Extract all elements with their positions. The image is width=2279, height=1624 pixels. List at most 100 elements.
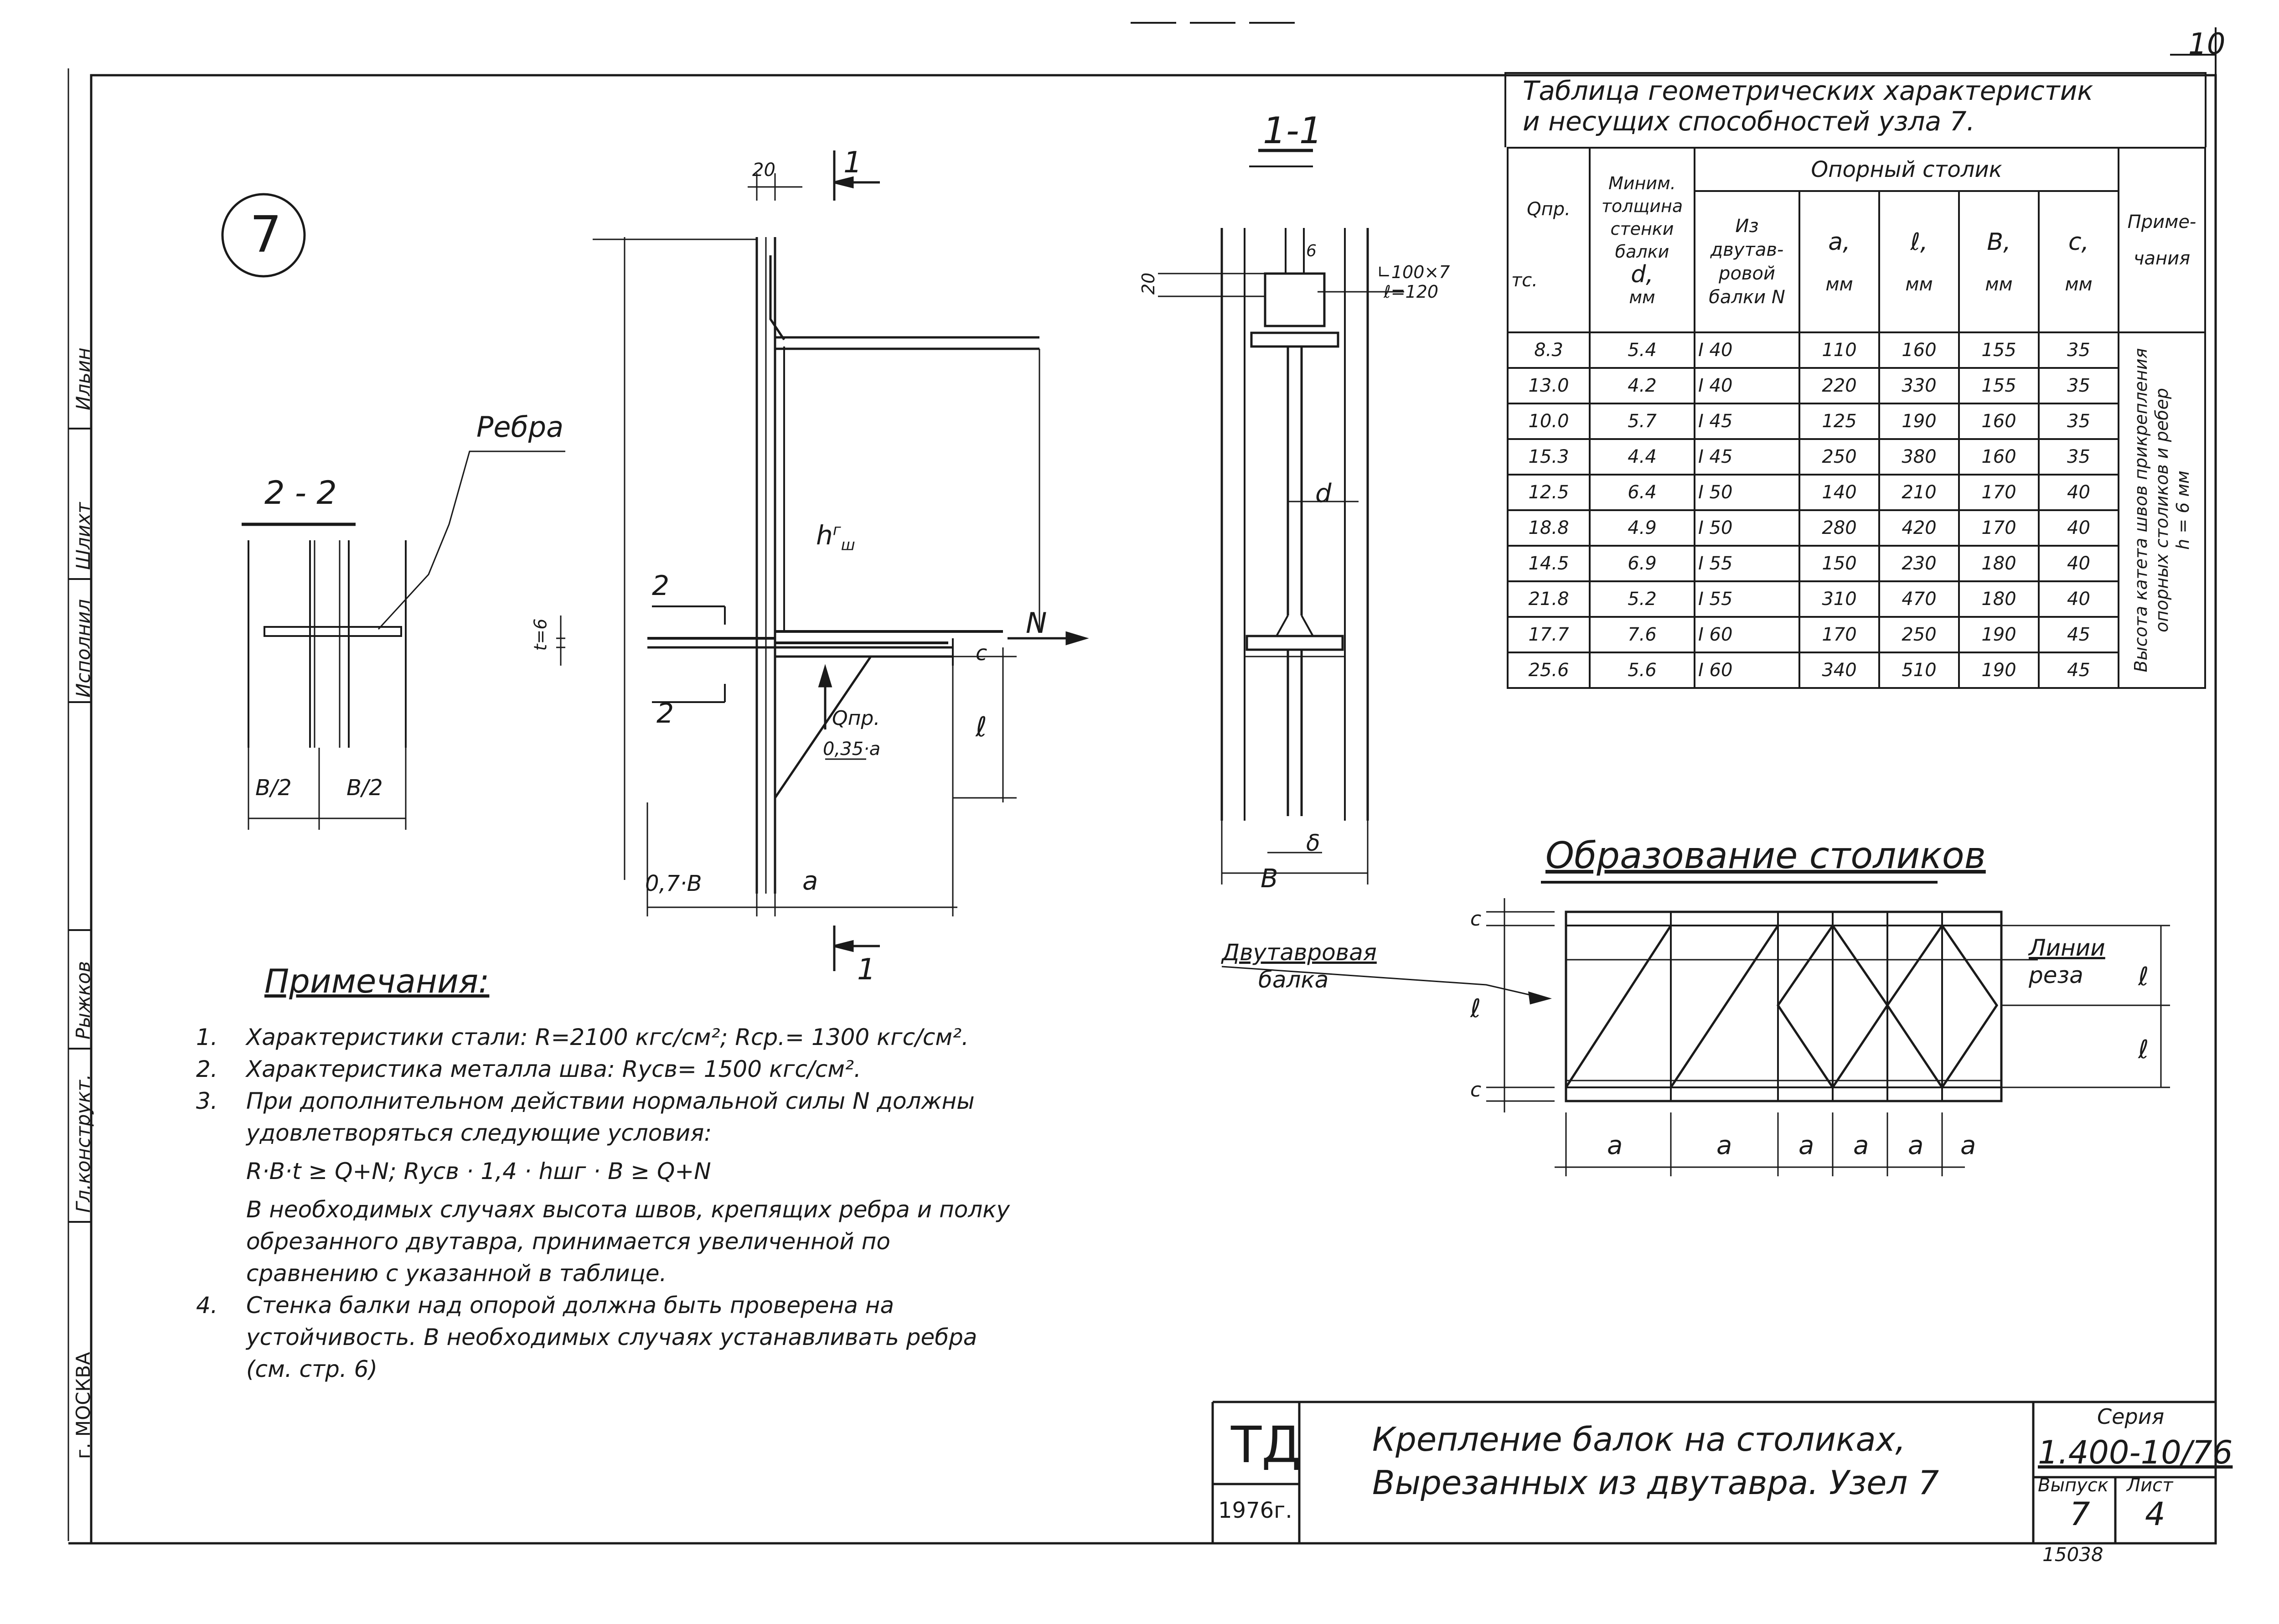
dim-l-left: ℓ [1470,994,1481,1024]
note-number: 1. [196,1024,218,1050]
note-text: При дополнительном действии нормальной с… [246,1088,975,1146]
sheet-value: 4 [2145,1495,2165,1533]
header-remarks: Приме- чания [2118,147,2207,333]
table-cell-q: 14.5 [1507,545,1591,582]
angle-length-label: ℓ=120 [1384,282,1439,302]
table-cell-c: 35 [2037,403,2120,440]
section-2-2-label: 2 - 2 [264,474,337,512]
header-l-label: ℓ, [1910,228,1928,256]
thickness-label: t=6 [530,618,551,651]
table-cell-a: 310 [1798,580,1880,618]
header-min-web-3: стенки [1610,218,1674,239]
dim-b2-left: B/2 [255,775,292,801]
cut-lines-label-2: реза [2029,962,2083,988]
table-cell-l: 330 [1878,367,1960,404]
header-b-unit: мм [1985,274,2013,295]
weld-leg-symbol: h [816,520,833,551]
note-item: 4. Стенка балки над опорой должна быть пр… [196,1289,1017,1385]
table-header-row-2: Из двутав- ровой балки N a,мм ℓ,мм B,мм … [1508,190,2205,333]
table-cell-c: 40 [2037,580,2120,618]
note-item: 3. При дополнительном действии нормальной… [196,1085,1017,1149]
table-cell-a: 280 [1798,509,1880,547]
dim-l-elevation: ℓ [976,711,987,743]
table-cell-c: 40 [2037,509,2120,547]
sheet-label: Лист [2127,1475,2173,1496]
table-cell-d: 5.7 [1589,403,1695,440]
table-cell-a: 150 [1798,545,1880,582]
table-cell-l: 160 [1878,331,1960,369]
note-number: 4. [196,1292,218,1319]
note-item: R·B·t ≥ Q+N; Rусв · 1,4 · hшг · B ≥ Q+N [196,1155,1017,1187]
table-cell-c: 35 [2037,331,2120,369]
header-a-label: a, [1828,228,1850,256]
note-number: 3. [196,1088,218,1114]
table-cell-c: 35 [2037,438,2120,476]
header-l-unit: мм [1905,274,1933,295]
table-cell-q: 21.8 [1507,580,1591,618]
side-stamp-ryzhkov: Рыжков [72,961,94,1040]
dim-a-2: a [1716,1131,1732,1160]
eccentricity-label: 0,35·a [823,739,881,760]
side-stamp-chief-constructor: Гл.конструкт. [72,1074,94,1213]
remark-line-2: опорных столиков и ребер [2152,388,2172,633]
table-cell-n: I 45 [1694,438,1800,476]
series-value: 1.400-10/76 [2038,1434,2233,1471]
cut-mark-2-bottom: 2 [656,698,674,729]
table-cell-q: 10.0 [1507,403,1591,440]
dim-a-elevation: a [802,866,818,896]
table-cell-d: 4.2 [1589,367,1695,404]
dim-20-side: 20 [1138,272,1159,295]
table-cell-b: 180 [1958,580,2040,618]
note-text: Стенка балки над опорой должна быть пров… [246,1292,977,1382]
remark-line-1: Высота катета швов прикрепления [2131,348,2151,672]
table-cell-a: 140 [1798,474,1880,511]
cut-mark-1-bottom: 1 [857,953,876,987]
web-thickness-label: d [1315,479,1332,508]
notes-list: 1.Характеристики стали: R=2100 кгс/см²; … [196,1021,1017,1385]
notes-heading: Примечания: [264,962,490,1000]
dim-a-3: a [1798,1131,1814,1160]
table-cell-l: 230 [1878,545,1960,582]
header-b-label: B, [1987,228,2011,256]
header-min-web-2: толщина [1601,196,1683,216]
web-delta-label: δ [1306,830,1320,856]
table-cell-b: 160 [1958,403,2040,440]
table-cell-a: 250 [1798,438,1880,476]
table-cell-b: 180 [1958,545,2040,582]
drawing-title-line1: Крепление балок на столиках, [1372,1420,1906,1458]
node-number: 7 [250,205,282,264]
weld-leg-sup: г [832,521,841,539]
table-cell-l: 190 [1878,403,1960,440]
section-2-2-drawing [242,450,565,830]
properties-table: Qпр. тс. Миним. толщина стенки балки d, … [1507,147,2207,689]
note-text: В необходимых случаях высота швов, крепя… [246,1196,1010,1287]
title-block-frame [1211,1401,2216,1543]
header-q-unit: тс. [1511,270,1538,291]
drawing-title-line2: Вырезанных из двутавра. Узел 7 [1372,1464,1939,1502]
header-c-label: c, [2068,228,2089,256]
table-cell-q: 15.3 [1507,438,1591,476]
side-stamp-shlikht: Шлихт [72,502,94,570]
table-cell-q: 17.7 [1507,616,1591,653]
side-stamp-ispolnil: Исполнил [72,599,94,698]
note-item: В необходимых случаях высота швов, крепя… [196,1194,1017,1289]
table-header-row-1: Qпр. тс. Миним. толщина стенки балки d, … [1507,147,2207,333]
table-cell-c: 35 [2037,367,2120,404]
table-title-line2: и несущих способностей узла 7. [1523,106,1975,137]
remark-line-3: h = 6 мм [2173,471,2193,550]
table-cell-l: 470 [1878,580,1960,618]
dim-c-elevation: c [976,641,987,665]
dim-a-4: a [1853,1131,1869,1160]
header-c: c,мм [2037,190,2120,333]
cut-mark-2-top: 2 [652,570,670,602]
dim-a-1: a [1607,1131,1623,1160]
table-cell-c: 40 [2037,545,2120,582]
table-cell-q: 18.8 [1507,509,1591,547]
